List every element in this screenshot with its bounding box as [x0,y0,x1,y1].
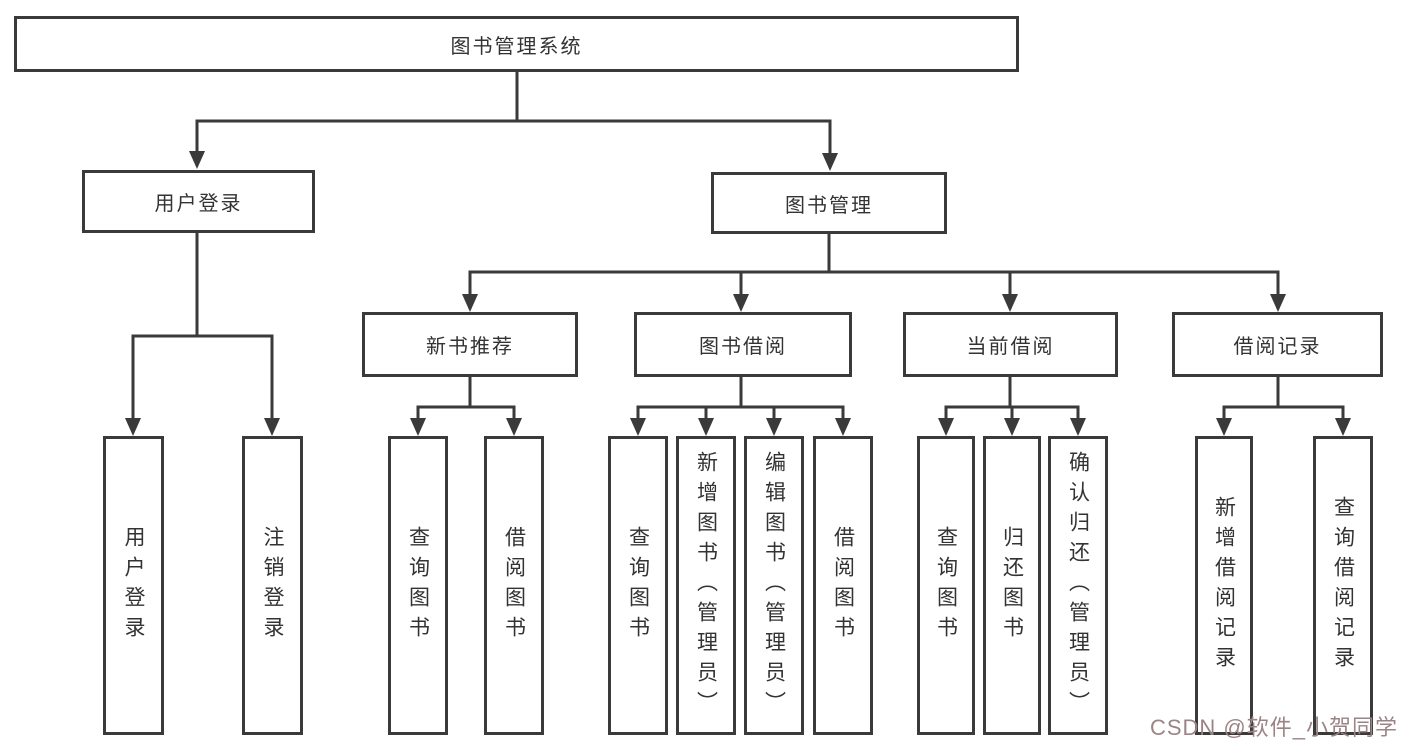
connector-newbooks-to-leaves [416,377,516,421]
leaf-user-login-label: 用户登录 [122,525,146,646]
leaf-confirm-return-label: 确认归还（管理员） [1066,450,1090,721]
node-book-borrow: 图书借阅 [634,312,852,377]
leaf-newbooks-borrow-label: 借阅图书 [502,525,526,646]
leaf-logout-label: 注销登录 [261,525,285,646]
node-current-borrow-label: 当前借阅 [966,336,1055,358]
node-book-borrow-label: 图书借阅 [699,336,787,358]
connector-userlogin-to-leaves [131,233,274,421]
leaf-borrow-edit-book: 编辑图书（管理员） [744,436,804,735]
connector-records-to-leaves [1222,377,1345,421]
leaf-add-record-label: 新增借阅记录 [1212,495,1236,676]
leaf-return-book-label: 归还图书 [1000,525,1024,646]
connector-root-to-level2 [195,72,832,155]
connector-currentborrow-to-leaves [944,377,1080,421]
leaf-current-query-label: 查询图书 [934,525,958,646]
leaf-borrow-query: 查询图书 [608,436,668,735]
leaf-newbooks-query-label: 查询图书 [406,525,430,646]
connector-bookmgmt-to-level3 [468,234,1280,296]
node-borrow-records-label: 借阅记录 [1233,336,1322,358]
leaf-newbooks-query: 查询图书 [388,436,448,735]
leaf-confirm-return: 确认归还（管理员） [1048,436,1108,735]
leaf-borrow-book-label: 借阅图书 [831,525,855,646]
node-user-login: 用户登录 [82,170,315,233]
node-new-book-recommend: 新书推荐 [362,312,578,377]
node-root-label: 图书管理系统 [450,35,583,58]
leaf-return-book: 归还图书 [983,436,1041,735]
node-root-library-system: 图书管理系统 [14,16,1019,72]
connector-bookborrow-to-leaves [636,377,845,421]
csdn-watermark: CSDN @软件_小贺同学 [1149,715,1398,740]
leaf-user-login: 用户登录 [103,436,164,735]
leaf-add-record: 新增借阅记录 [1195,436,1253,735]
leaf-current-query: 查询图书 [917,436,975,735]
leaf-borrow-add-book: 新增图书（管理员） [676,436,736,735]
leaf-query-record: 查询借阅记录 [1313,436,1373,735]
leaf-logout: 注销登录 [242,436,303,735]
node-borrow-records: 借阅记录 [1172,312,1383,377]
leaf-newbooks-borrow: 借阅图书 [484,436,544,735]
node-user-login-label: 用户登录 [154,193,243,215]
leaf-borrow-book: 借阅图书 [813,436,873,735]
node-new-book-recommend-label: 新书推荐 [426,336,514,358]
arrowheads [125,151,1351,436]
leaf-query-record-label: 查询借阅记录 [1331,495,1355,676]
node-current-borrow: 当前借阅 [903,312,1118,377]
node-book-management: 图书管理 [711,172,947,234]
leaf-borrow-query-label: 查询图书 [626,525,650,646]
leaf-borrow-edit-book-label: 编辑图书（管理员） [762,450,786,721]
node-book-management-label: 图书管理 [785,194,873,217]
leaf-borrow-add-book-label: 新增图书（管理员） [694,450,718,721]
